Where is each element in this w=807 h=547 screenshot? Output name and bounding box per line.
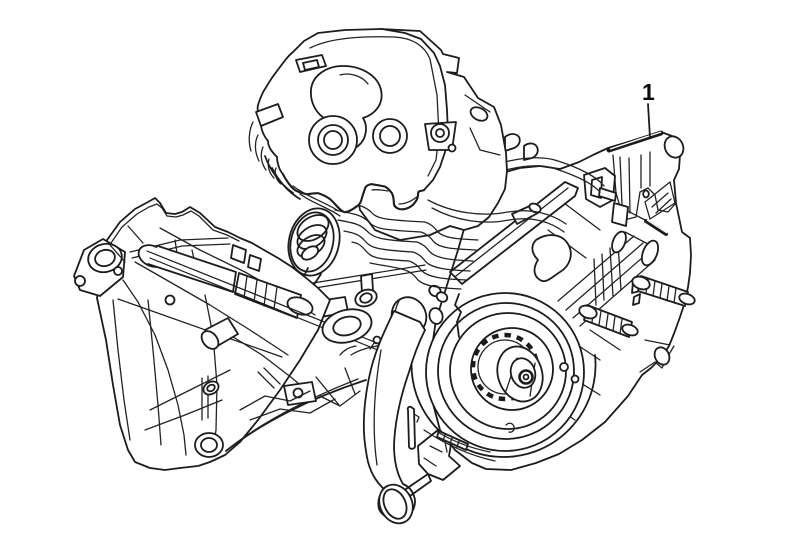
svg-text:1: 1: [642, 79, 655, 105]
